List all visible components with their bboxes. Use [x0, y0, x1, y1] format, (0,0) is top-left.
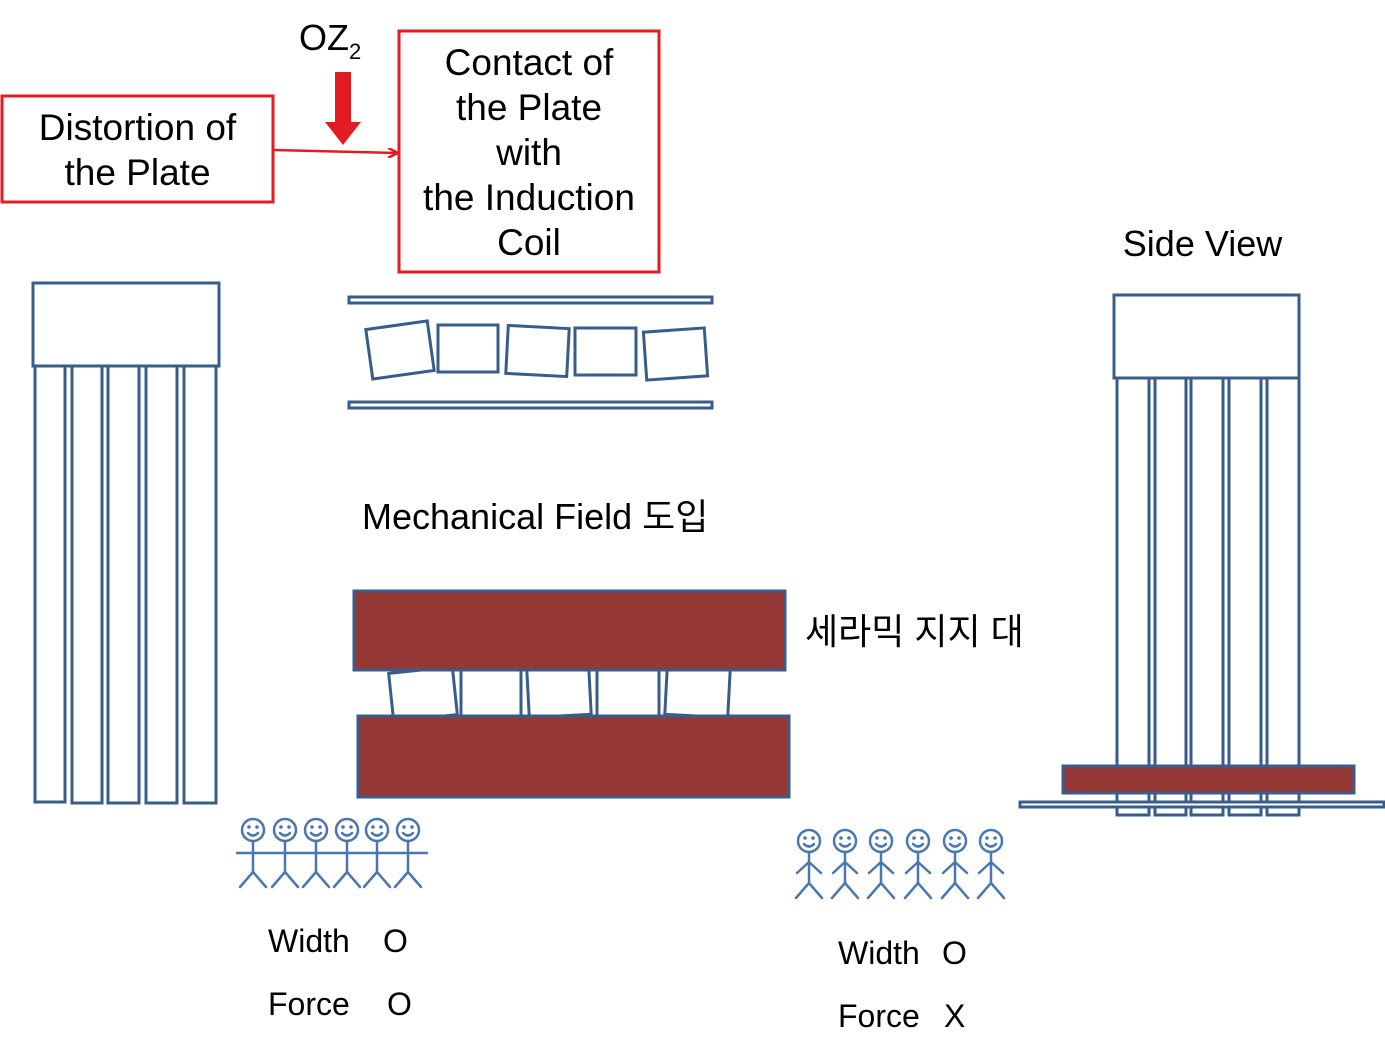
plate-strip — [144, 364, 179, 805]
distorted-plate — [641, 326, 710, 382]
force-value: O — [387, 986, 412, 1022]
plate — [595, 664, 661, 718]
column-top-block — [31, 281, 221, 368]
left-plate-column — [31, 281, 221, 805]
width-value: O — [942, 935, 967, 971]
distortion-box-text: Distortion of the Plate — [2, 105, 273, 195]
plate-strip — [70, 364, 104, 805]
side-view-title: Side View — [1122, 223, 1283, 264]
contact-line: Coil — [497, 222, 561, 263]
person-figure — [976, 828, 1006, 900]
plate — [387, 665, 459, 723]
plate-strip — [1227, 376, 1263, 817]
width-value: O — [383, 923, 408, 959]
oz-text: OZ — [299, 17, 349, 58]
plate-strip — [33, 362, 67, 804]
distorted-plate — [364, 319, 436, 381]
force-label: Force — [838, 998, 920, 1034]
plate-strip — [106, 364, 141, 805]
person-figure — [940, 828, 970, 900]
width-label: Width — [268, 923, 350, 959]
distortion-to-contact-arrow — [272, 150, 397, 153]
person-figure — [794, 828, 824, 900]
distortion-line: the Plate — [64, 152, 211, 193]
person-figure — [830, 828, 860, 900]
mechanical-field-caption: Mechanical Field 도입 — [362, 496, 709, 537]
ceramic-support-caption: 세라믹 지지 대 — [805, 611, 1024, 652]
ceramic-support-view — [352, 589, 791, 799]
oz2-label: OZ2 — [299, 16, 361, 65]
person-figure — [866, 828, 896, 900]
plate-strip — [1153, 376, 1188, 817]
contact-line: Contact of — [444, 42, 614, 83]
plate-strip — [1115, 374, 1151, 817]
oz2-down-arrow — [325, 72, 361, 145]
plate-strip — [182, 364, 218, 805]
plate — [525, 664, 593, 720]
ceramic-support-bar — [1061, 764, 1356, 795]
linked-people-group — [235, 817, 429, 889]
oz-subscript: 2 — [349, 39, 362, 64]
contact-line: the Induction — [423, 177, 635, 218]
side-view-column — [1018, 293, 1385, 817]
ceramic-block-top — [352, 589, 787, 672]
plate — [459, 664, 523, 718]
plate — [663, 664, 732, 720]
contact-box — [397, 29, 661, 274]
coil-contact-view — [347, 295, 714, 410]
distortion-box — [0, 94, 275, 204]
distorted-plate — [504, 323, 571, 379]
contact-line: the Plate — [455, 87, 603, 128]
plate-strip — [1265, 376, 1301, 817]
base-line — [1018, 800, 1385, 809]
person-figure — [903, 828, 933, 900]
induction-coil-bar-top — [347, 295, 714, 305]
separate-people-group — [794, 828, 1006, 900]
contact-line: with — [496, 132, 562, 173]
plate — [436, 323, 500, 374]
distortion-line: Distortion of — [38, 107, 237, 148]
plate — [573, 326, 638, 377]
ceramic-block-bottom — [356, 714, 791, 799]
force-label: Force — [268, 986, 350, 1022]
force-value: X — [944, 998, 966, 1034]
induction-coil-bar-bottom — [347, 400, 714, 410]
plate-strip — [1189, 376, 1225, 817]
width-label: Width — [838, 935, 920, 971]
column-top-block — [1112, 293, 1301, 380]
contact-box-text: Contact of the Plate with the Induction … — [399, 40, 659, 265]
